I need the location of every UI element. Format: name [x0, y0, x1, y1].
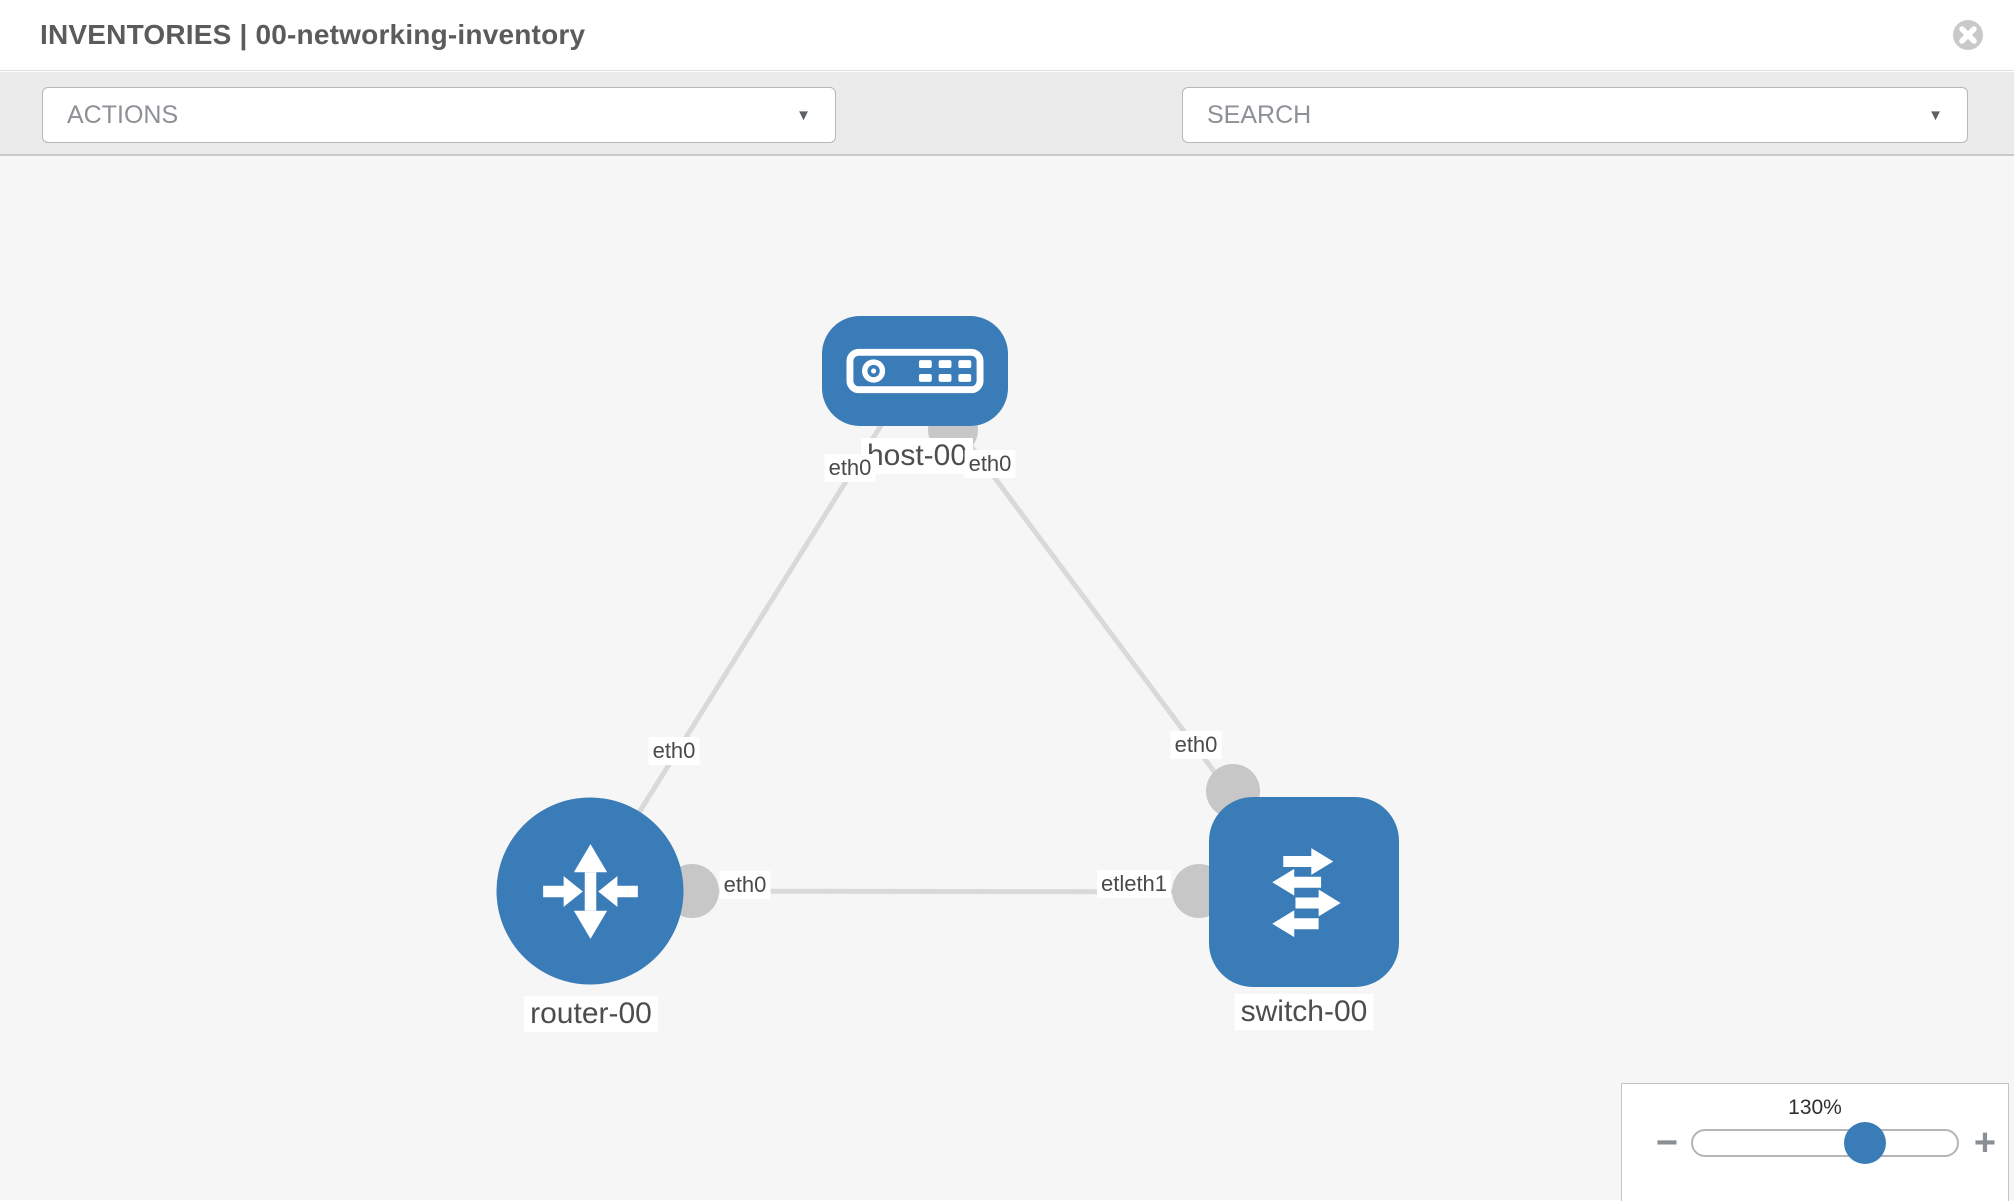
toolbar: ACTIONS ▼ SEARCH ▼	[0, 72, 2014, 208]
node-label-host-00: host-00	[860, 438, 974, 474]
switch-icon	[1272, 848, 1341, 938]
interface-label: eth0	[964, 450, 1016, 478]
node-switch-00[interactable]	[1209, 797, 1399, 987]
node-label-router-00: router-00	[524, 996, 658, 1032]
zoom-slider-thumb[interactable]	[1844, 1122, 1886, 1164]
page-header: INVENTORIES | 00-networking-inventory	[0, 0, 2014, 71]
close-button[interactable]	[1950, 17, 1986, 53]
actions-select[interactable]: ACTIONS ▼	[42, 87, 836, 143]
chevron-down-icon: ▼	[1928, 106, 1943, 124]
chevron-down-icon: ▼	[796, 106, 811, 124]
close-icon	[1953, 20, 1983, 50]
interface-label: eth0	[719, 871, 771, 899]
topology-svg	[587, 369, 1307, 918]
zoom-panel: 130% − +	[1621, 1083, 2009, 1201]
zoom-level: 130%	[1788, 1096, 1842, 1119]
node-router-00[interactable]	[496, 797, 684, 985]
router-icon	[542, 843, 638, 939]
host-icon	[846, 348, 984, 394]
interface-label: etleth1	[1096, 870, 1172, 898]
page-title: INVENTORIES | 00-networking-inventory	[40, 19, 586, 50]
zoom-in-button[interactable]: +	[1962, 1120, 2008, 1166]
node-label-switch-00: switch-00	[1234, 994, 1374, 1030]
search-select-label: SEARCH	[1207, 100, 1312, 129]
zoom-out-button[interactable]: −	[1644, 1120, 1690, 1166]
zoom-slider-track[interactable]	[1691, 1122, 1959, 1164]
interface-label: eth0	[1170, 731, 1222, 759]
topology-canvas[interactable]: host-00 router-00 switch-00 eth0 eth0 eth0…	[0, 156, 2014, 1200]
actions-select-label: ACTIONS	[67, 100, 179, 129]
search-select[interactable]: SEARCH ▼	[1182, 87, 1968, 143]
node-host-00[interactable]	[822, 316, 1008, 426]
interface-label: eth0	[648, 737, 700, 765]
interface-label: eth0	[824, 454, 876, 482]
